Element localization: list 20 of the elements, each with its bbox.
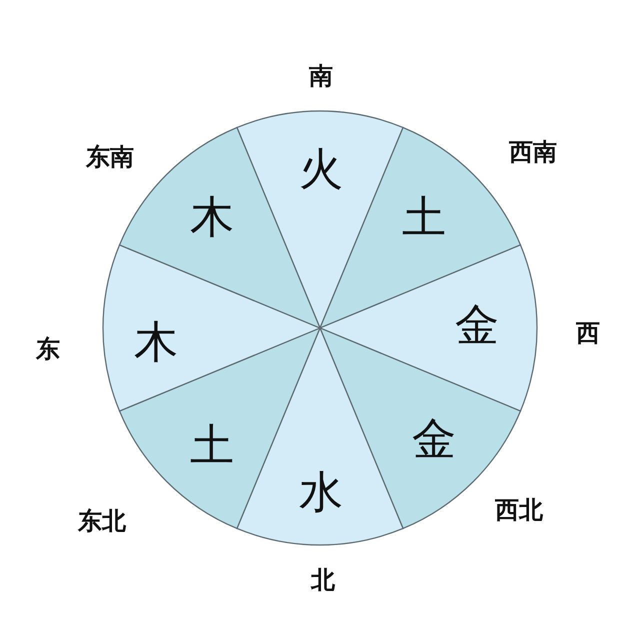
direction-label: 西南 — [509, 140, 557, 164]
sector-label: 火 — [299, 148, 343, 192]
sector-label: 木 — [134, 321, 178, 365]
sector-label: 金 — [412, 418, 456, 462]
pie-sector — [236, 110, 404, 329]
sector-label: 金 — [455, 304, 499, 348]
direction-label: 东北 — [78, 509, 126, 533]
sector-label: 土 — [190, 424, 234, 468]
pie-sector — [102, 244, 321, 412]
direction-label: 南 — [309, 64, 333, 88]
pie-sector — [236, 327, 404, 546]
sector-label: 水 — [299, 471, 343, 515]
direction-label: 北 — [311, 568, 335, 592]
direction-label: 西北 — [495, 498, 543, 522]
sector-label: 木 — [190, 196, 234, 240]
sector-label: 土 — [402, 196, 446, 240]
direction-label: 西 — [576, 321, 600, 345]
direction-label: 东 — [36, 337, 60, 361]
pie-sector — [319, 244, 538, 412]
direction-label: 东南 — [86, 145, 134, 169]
